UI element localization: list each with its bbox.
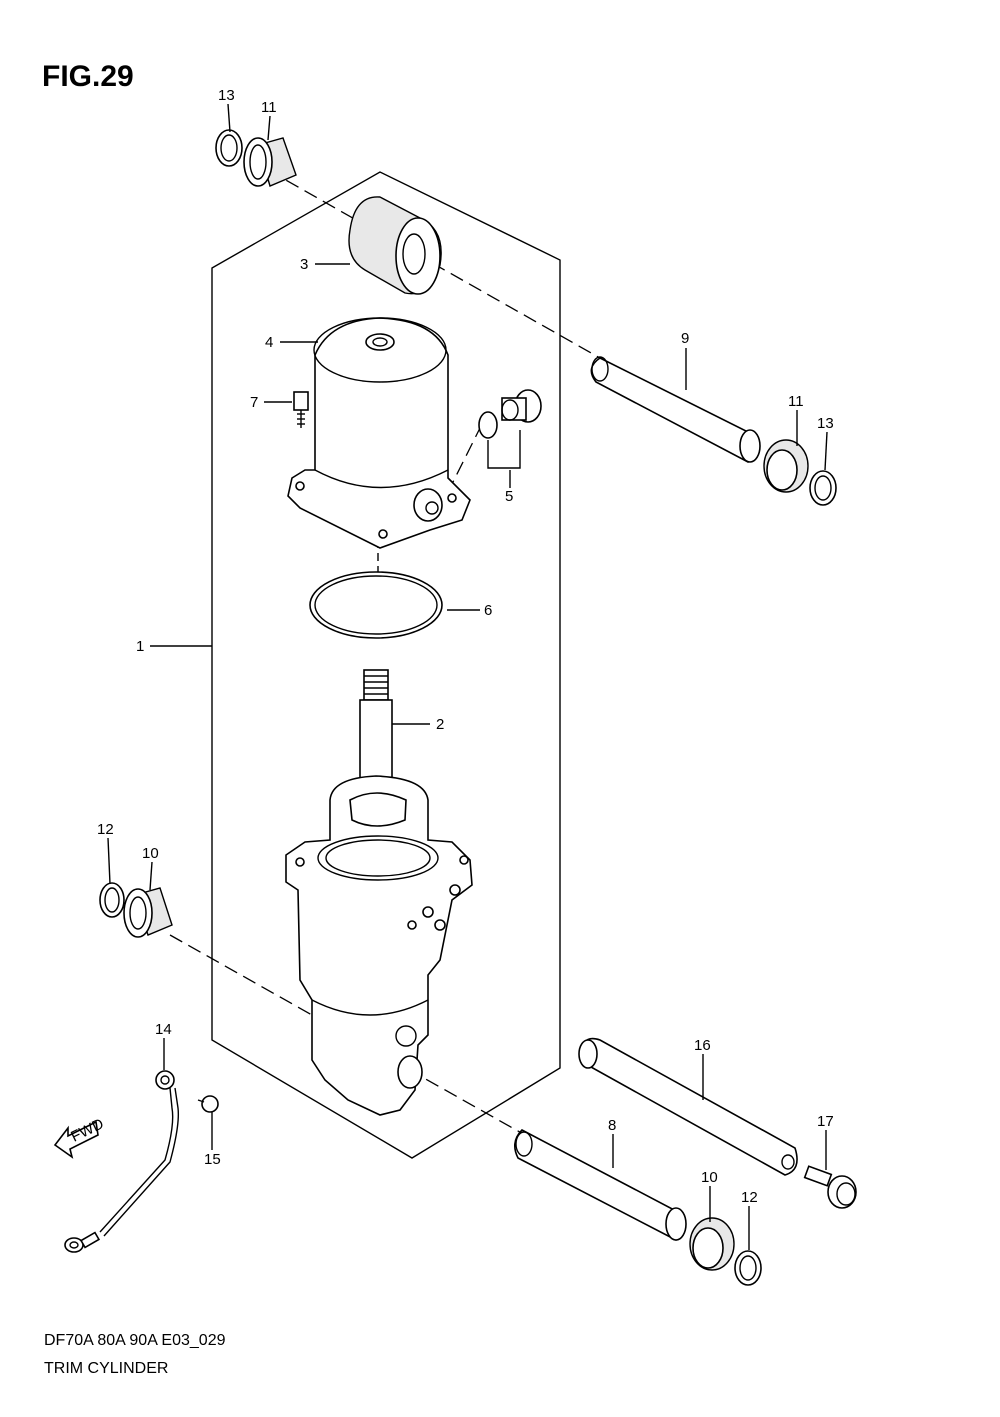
figure-code: DF70A 80A 90A E03_029: [44, 1332, 226, 1349]
bushing-11-top: [243, 137, 297, 187]
callout-5: 5: [505, 488, 513, 505]
callout-15: 15: [204, 1151, 221, 1168]
figure-name: TRIM CYLINDER: [44, 1360, 169, 1377]
part-17-bolt: [803, 1165, 857, 1209]
callout-numbers: 1 2 3 4 5 6 7 8 9 10 10 11 11 12 12 13 1…: [97, 87, 834, 1206]
callout-9: 9: [681, 330, 689, 347]
callout-13-top: 13: [218, 87, 235, 104]
part-3-cushion: [348, 196, 442, 295]
lower-cylinder-body: [285, 775, 473, 1116]
callout-16: 16: [694, 1037, 711, 1054]
snap-ring-13-right: [809, 470, 837, 506]
part-5-bracket: [487, 430, 521, 469]
callout-14: 14: [155, 1021, 172, 1038]
callout-7: 7: [250, 394, 258, 411]
callout-4: 4: [265, 334, 273, 351]
part-2-piston-rod: [359, 669, 393, 781]
bushing-10-right: [689, 1217, 735, 1271]
callout-13-right: 13: [817, 415, 834, 432]
callout-17: 17: [817, 1113, 834, 1130]
bushing-10-left: [123, 887, 173, 938]
callout-1: 1: [136, 638, 144, 655]
callout-12-left: 12: [97, 821, 114, 838]
callout-11-top: 11: [261, 99, 277, 116]
part-15-screw: [197, 1095, 219, 1113]
assembly-outline: [211, 171, 561, 1159]
callout-8: 8: [608, 1117, 616, 1134]
figure-title: FIG.29: [42, 60, 134, 93]
callout-6: 6: [484, 602, 492, 619]
part-16-pin: [578, 1037, 798, 1176]
bushing-11-right: [763, 439, 809, 493]
callout-3: 3: [300, 256, 308, 273]
callout-10-left: 10: [142, 845, 159, 862]
part-4-cylinder-top: [287, 317, 471, 549]
part-7-bolt: [293, 391, 309, 428]
callout-12-right: 12: [741, 1189, 758, 1206]
valve-axis: [437, 427, 481, 513]
snap-ring-12-right: [734, 1250, 762, 1286]
part-5-valve: [478, 389, 542, 439]
leader-lines: [107, 103, 828, 1250]
snap-ring-13-top: [215, 129, 243, 167]
part-8-pin: [514, 1129, 687, 1241]
snap-ring-12-left: [99, 882, 125, 918]
lower-pin-axis: [169, 934, 526, 1136]
part-6-o-ring: [309, 571, 443, 639]
fwd-arrow-icon: FWD: [53, 1115, 107, 1159]
part-9-pin: [590, 356, 761, 463]
callout-11-right: 11: [788, 393, 804, 410]
callout-10-right: 10: [701, 1169, 718, 1186]
part-14-ground-wire: [64, 1070, 180, 1253]
callout-2: 2: [436, 716, 444, 733]
